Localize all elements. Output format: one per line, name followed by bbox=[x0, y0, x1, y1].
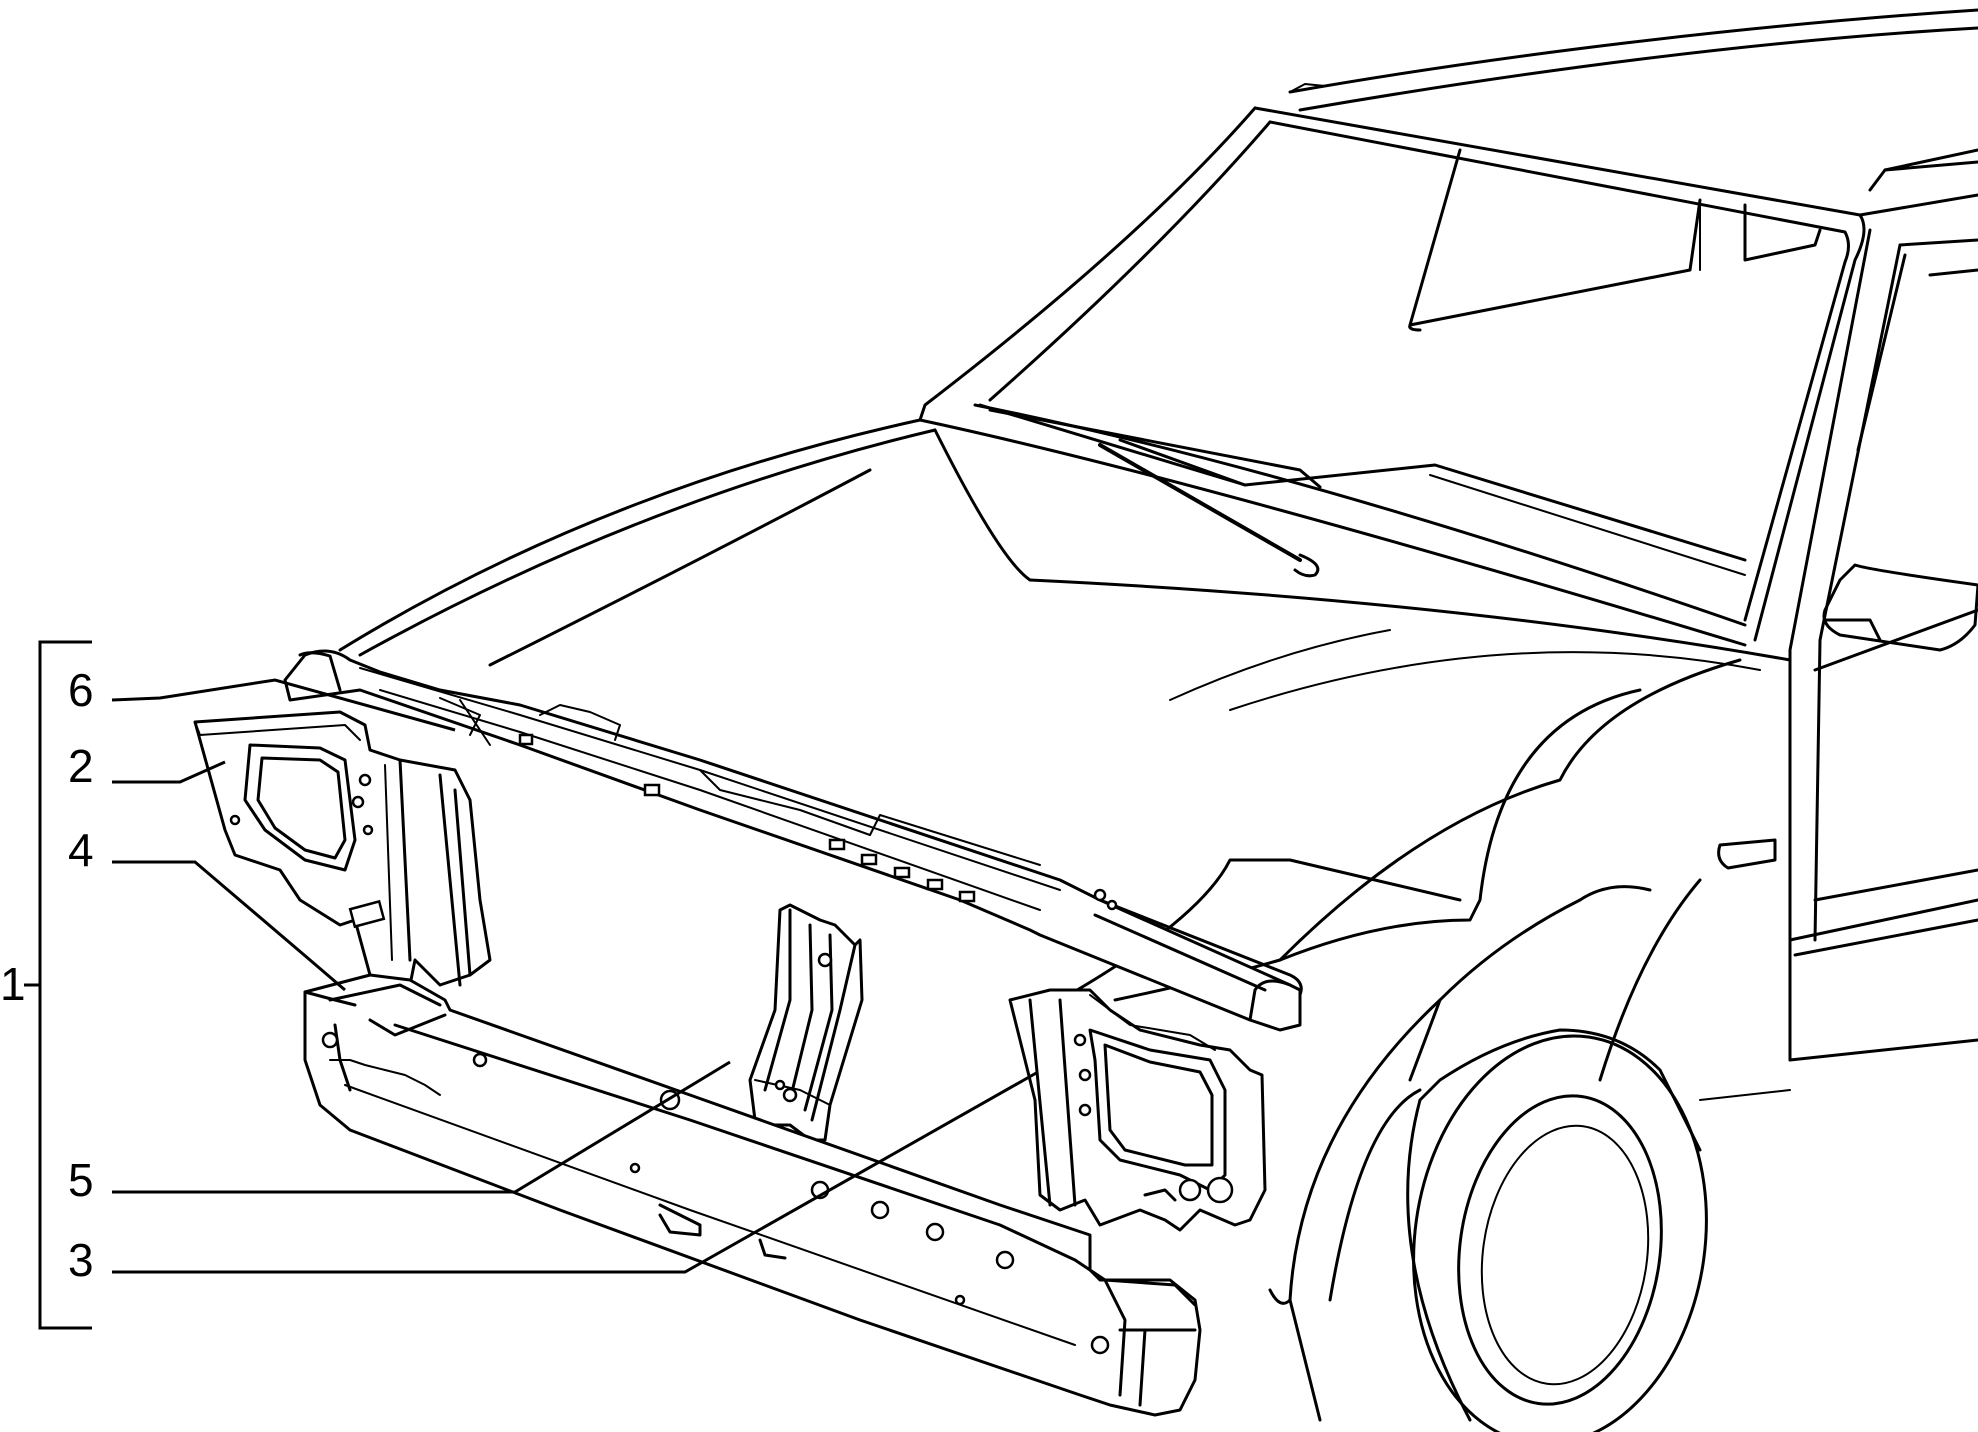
callout-label-6: 6 bbox=[68, 664, 94, 716]
callout-label-4: 4 bbox=[68, 824, 94, 876]
leader-line-3 bbox=[112, 1070, 1039, 1274]
callout-label-3: 3 bbox=[68, 1234, 94, 1286]
leader-line-4 bbox=[112, 860, 346, 992]
car-body-illustration bbox=[338, 8, 1978, 1432]
part-4-lower-crossmember bbox=[303, 973, 1202, 1417]
leader-line-6 bbox=[111, 678, 456, 732]
part-5-center-bracket bbox=[748, 903, 864, 1142]
callout-label-1: 1 bbox=[0, 958, 26, 1010]
part-3-right-headlamp-support bbox=[1008, 988, 1267, 1232]
callout-label-2: 2 bbox=[68, 740, 94, 792]
leader-line-5 bbox=[112, 1060, 731, 1194]
part-6-upper-crossmember bbox=[283, 649, 1303, 1032]
part-2-left-headlamp-support bbox=[193, 710, 492, 987]
callout-label-5: 5 bbox=[68, 1154, 94, 1206]
leader-line-2 bbox=[112, 760, 226, 784]
